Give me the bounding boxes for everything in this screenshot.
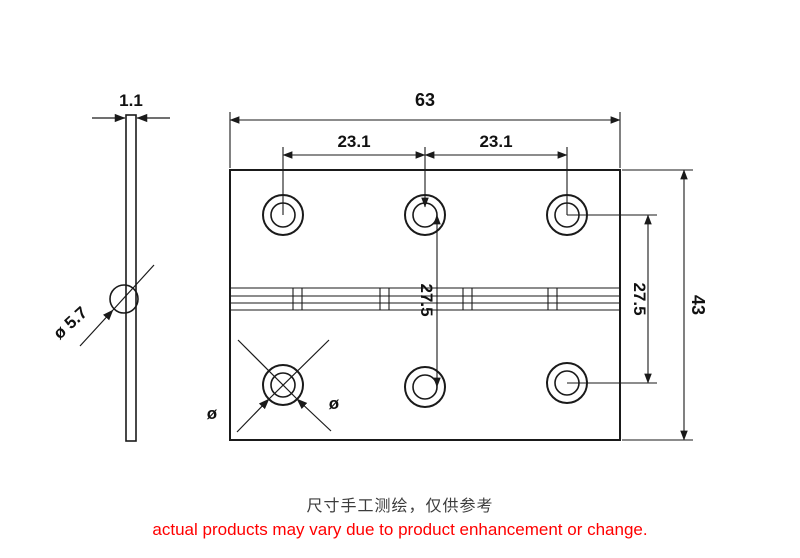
vpitch-center-dim-text: 27.5 bbox=[417, 283, 436, 316]
side-view bbox=[79, 113, 170, 442]
height-dim-text: 43 bbox=[688, 295, 708, 315]
vpitch-right-dim-text: 27.5 bbox=[630, 282, 649, 315]
hole-bottom-middle bbox=[404, 366, 446, 408]
thickness-dim-text: 1.1 bbox=[119, 91, 143, 110]
note-english: actual products may vary due to product … bbox=[152, 520, 648, 539]
pitch-right-dim-text: 23.1 bbox=[479, 132, 512, 151]
dimension-lines bbox=[229, 112, 693, 441]
pitch-left-dim-text: 23.1 bbox=[337, 132, 370, 151]
side-hole-leader-line bbox=[79, 309, 114, 347]
side-view-hole bbox=[109, 284, 139, 314]
footer-notes: 尺寸手工测绘，仅供参考 actual products may vary due… bbox=[0, 492, 800, 540]
dimension-labels: 1.1 ø 5.7 63 23.1 23.1 43 27.5 27.5 ø ø bbox=[50, 90, 708, 423]
width-dim-text: 63 bbox=[415, 90, 435, 110]
hole-bottom-left bbox=[262, 364, 304, 406]
side-view-outline bbox=[125, 114, 137, 442]
side-hole-diameter-text: ø 5.7 bbox=[50, 303, 92, 343]
side-hole-leader-line-tail bbox=[112, 264, 155, 311]
hinge-knuckle-lines bbox=[230, 287, 620, 311]
diameter-symbol-lower-left: ø bbox=[207, 404, 218, 423]
note-chinese: 尺寸手工测绘，仅供参考 bbox=[306, 498, 494, 515]
diameter-symbol-lower-right: ø bbox=[329, 394, 340, 413]
hole-bottom-left-cross-leaders bbox=[236, 339, 332, 433]
